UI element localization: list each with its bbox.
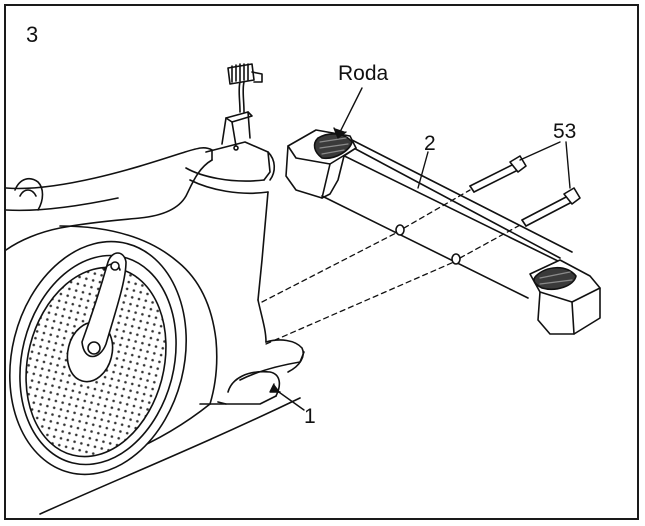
step-number: 3 [26, 22, 39, 47]
alignment-lines [261, 189, 523, 345]
label-roda: Roda [338, 62, 389, 85]
label-part-2: 2 [424, 132, 436, 155]
label-part-53: 53 [553, 120, 577, 143]
leader-lines [269, 87, 571, 411]
bolts [469, 155, 581, 227]
stabilizer [285, 129, 601, 335]
label-part-1: 1 [304, 405, 316, 428]
bike-frame [6, 63, 305, 515]
flywheel [9, 240, 187, 476]
